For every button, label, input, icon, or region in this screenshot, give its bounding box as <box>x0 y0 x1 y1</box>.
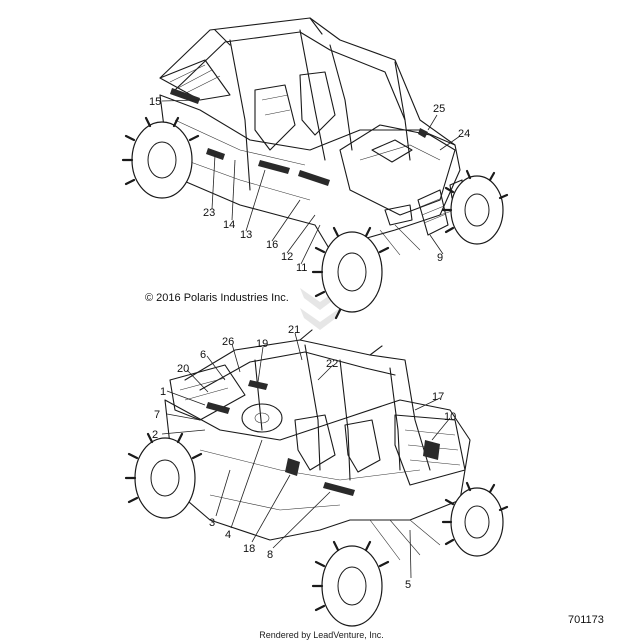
callout-3: 3 <box>209 517 215 529</box>
callout-17: 17 <box>432 391 444 403</box>
callout-15: 15 <box>149 96 161 108</box>
rendered-by-footer: Rendered by LeadVenture, Inc. <box>259 630 384 640</box>
callout-2: 2 <box>152 429 158 441</box>
bottom-rear-right-wheel <box>441 481 509 557</box>
callout-8: 8 <box>267 549 273 561</box>
callout-22: 22 <box>326 358 338 370</box>
callout-19: 19 <box>256 338 268 350</box>
callout-23: 23 <box>203 207 215 219</box>
callout-11: 11 <box>296 262 307 274</box>
top-vehicle-illustration <box>121 17 509 320</box>
callout-6: 6 <box>200 349 206 361</box>
callout-5: 5 <box>405 579 411 591</box>
callout-24: 24 <box>458 128 470 140</box>
top-rear-left-wheel <box>121 116 200 199</box>
callout-1: 1 <box>160 386 166 398</box>
bottom-callouts: 1 7 2 6 20 26 19 21 22 17 10 3 4 18 8 5 <box>152 324 456 591</box>
callout-7: 7 <box>154 409 160 421</box>
bottom-vehicle-illustration <box>124 329 509 627</box>
callout-16: 16 <box>266 239 278 251</box>
callout-18: 18 <box>243 543 255 555</box>
callout-20: 20 <box>177 363 189 375</box>
callout-9: 9 <box>437 252 443 264</box>
callout-25: 25 <box>433 103 445 115</box>
diagram-part-number: 701173 <box>568 614 604 626</box>
copyright-notice: © 2016 Polaris Industries Inc. <box>145 292 289 304</box>
callout-4: 4 <box>225 529 231 541</box>
top-front-left-wheel <box>311 226 390 320</box>
callout-14: 14 <box>223 219 235 231</box>
bottom-rear-left-wheel <box>311 540 390 627</box>
bottom-front-left-wheel <box>124 432 203 519</box>
callout-13: 13 <box>240 229 252 241</box>
callout-26: 26 <box>222 336 234 348</box>
callout-21: 21 <box>288 324 300 336</box>
callout-10: 10 <box>444 411 456 423</box>
callout-12: 12 <box>281 251 293 263</box>
top-callouts: 15 23 14 13 16 12 11 9 24 25 <box>149 96 470 274</box>
top-front-right-wheel <box>441 169 509 245</box>
